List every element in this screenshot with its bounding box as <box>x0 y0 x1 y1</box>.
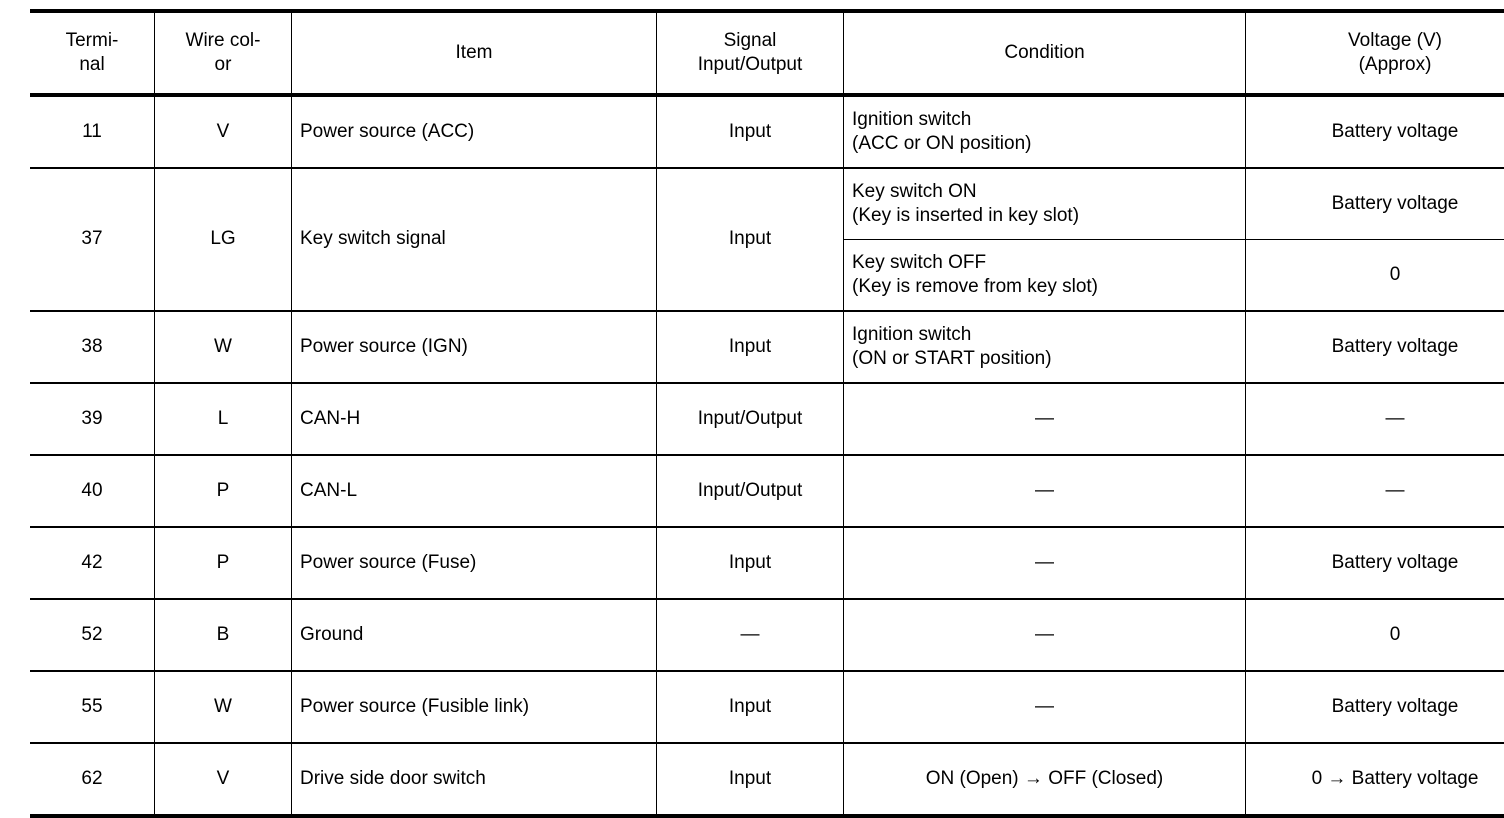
cell-signal-io: Input <box>657 671 844 743</box>
cell-item: CAN-L <box>292 455 657 527</box>
cell-condition: — <box>844 671 1246 743</box>
cell-signal-io: — <box>657 599 844 671</box>
cell-voltage: Battery voltage <box>1246 95 1504 168</box>
cell-voltage: — <box>1246 383 1504 455</box>
cell-terminal: 52 <box>30 599 155 671</box>
cell-condition: — <box>844 455 1246 527</box>
cell-terminal: 38 <box>30 311 155 383</box>
cell-item: Power source (Fusible link) <box>292 671 657 743</box>
cell-wire-color: V <box>155 95 292 168</box>
cell-wire-color: W <box>155 311 292 383</box>
cell-voltage: 0 <box>1246 240 1504 312</box>
header-terminal: Termi- nal <box>30 11 155 95</box>
cell-signal-io: Input <box>657 311 844 383</box>
header-condition: Condition <box>844 11 1246 95</box>
cell-wire-color: V <box>155 743 292 816</box>
cell-terminal: 39 <box>30 383 155 455</box>
cell-wire-color: L <box>155 383 292 455</box>
cell-item: Drive side door switch <box>292 743 657 816</box>
cell-wire-color: LG <box>155 168 292 311</box>
cell-condition: Key switch ON (Key is inserted in key sl… <box>844 168 1246 240</box>
cell-voltage: Battery voltage <box>1246 671 1504 743</box>
cell-wire-color: W <box>155 671 292 743</box>
cell-terminal: 42 <box>30 527 155 599</box>
cell-item: Key switch signal <box>292 168 657 311</box>
cell-voltage: Battery voltage <box>1246 311 1504 383</box>
cell-signal-io: Input/Output <box>657 383 844 455</box>
cell-voltage: Battery voltage <box>1246 527 1504 599</box>
cell-wire-color: P <box>155 527 292 599</box>
cell-condition: Key switch OFF (Key is remove from key s… <box>844 240 1246 312</box>
cell-item: Power source (ACC) <box>292 95 657 168</box>
cell-voltage: Battery voltage <box>1246 168 1504 240</box>
cell-item: Power source (IGN) <box>292 311 657 383</box>
cell-signal-io: Input/Output <box>657 455 844 527</box>
cell-terminal: 37 <box>30 168 155 311</box>
cell-voltage: 0 <box>1246 599 1504 671</box>
cell-signal-io: Input <box>657 527 844 599</box>
header-wire-color: Wire col- or <box>155 11 292 95</box>
header-voltage: Voltage (V) (Approx) <box>1246 11 1504 95</box>
cell-wire-color: P <box>155 455 292 527</box>
cell-condition: — <box>844 599 1246 671</box>
cell-condition: Ignition switch (ACC or ON position) <box>844 95 1246 168</box>
cell-signal-io: Input <box>657 743 844 816</box>
cell-condition: — <box>844 383 1246 455</box>
cell-item: Ground <box>292 599 657 671</box>
cell-voltage: — <box>1246 455 1504 527</box>
cell-condition: ON (Open) → OFF (Closed) <box>844 743 1246 816</box>
cell-terminal: 11 <box>30 95 155 168</box>
cell-terminal: 62 <box>30 743 155 816</box>
cell-item: Power source (Fuse) <box>292 527 657 599</box>
cell-signal-io: Input <box>657 95 844 168</box>
cell-terminal: 55 <box>30 671 155 743</box>
cell-wire-color: B <box>155 599 292 671</box>
cell-condition: — <box>844 527 1246 599</box>
cell-condition: Ignition switch (ON or START position) <box>844 311 1246 383</box>
cell-signal-io: Input <box>657 168 844 311</box>
cell-terminal: 40 <box>30 455 155 527</box>
header-signal-io: Signal Input/Output <box>657 11 844 95</box>
header-item: Item <box>292 11 657 95</box>
cell-item: CAN-H <box>292 383 657 455</box>
cell-voltage: 0 → Battery voltage <box>1246 743 1504 816</box>
